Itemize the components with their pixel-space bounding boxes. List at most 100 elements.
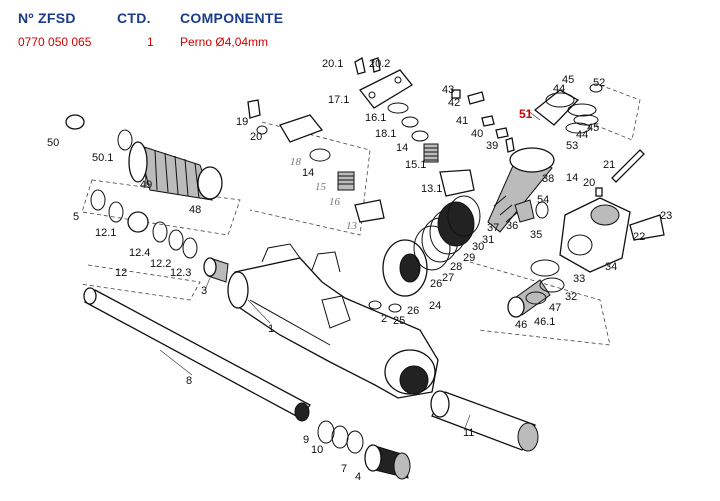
label-11: 11 [463,427,474,439]
bushing-3[interactable] [203,257,229,283]
group-box-44 [594,84,641,141]
part-20b[interactable] [595,187,603,197]
rack-shaft[interactable] [83,287,311,422]
label-54: 54 [537,194,549,206]
label-7: 7 [341,463,347,475]
spring-15-1[interactable] [423,143,439,163]
group-box-3 [79,264,201,301]
label-50: 50 [47,137,59,149]
label-1: 1 [268,323,274,335]
group-box-46 [469,261,611,346]
ring-7[interactable] [346,430,364,454]
bushing-12-4[interactable] [127,211,149,233]
label-46-1: 46.1 [534,316,555,328]
ring-47[interactable] [525,291,547,305]
ring-26[interactable] [388,303,402,313]
label-29: 29 [463,252,475,264]
label-44a: 44 [553,83,565,95]
label-15-1: 15.1 [405,159,426,171]
ring-10[interactable] [331,425,349,449]
plate-23[interactable] [629,214,665,241]
plate-18[interactable] [279,114,324,143]
label-30: 30 [472,241,484,253]
label-27: 27 [442,272,454,284]
ring-12-2[interactable] [152,221,168,243]
clamp-50[interactable] [65,114,85,130]
label-43: 43 [442,84,454,96]
label-51: 51 [519,107,533,121]
part-39[interactable] [505,137,515,153]
seal-16-1[interactable] [387,102,409,114]
group-box-13 [249,121,371,236]
label-28: 28 [450,261,462,273]
part-41[interactable] [481,115,495,127]
row-code[interactable]: 0770 050 065 [18,35,92,49]
label-52: 52 [593,77,605,89]
part-43[interactable] [451,89,461,99]
label-9: 9 [303,434,309,446]
rubber-bellows[interactable] [128,141,223,201]
pinion-46[interactable] [507,279,551,318]
ring-54[interactable] [535,201,549,219]
label-50-1: 50.1 [92,152,113,164]
bolt-21[interactable] [611,149,645,183]
spring-15[interactable] [337,171,355,191]
bolt-19[interactable] [247,99,261,119]
steering-housing[interactable] [227,243,439,399]
seal-group-44[interactable] [565,83,603,134]
label-12-1: 12.1 [95,227,116,239]
ring-12-1[interactable] [108,201,124,223]
label-14c: 14 [566,172,578,184]
label-45a: 45 [562,74,574,86]
label-13-1: 13.1 [421,183,442,195]
label-42: 42 [448,97,460,109]
row-component[interactable]: Perno Ø4,04mm [180,35,269,49]
ring-32[interactable] [539,277,565,293]
screw-20-1[interactable] [354,56,366,75]
part-40[interactable] [495,127,509,139]
valve-cover-24[interactable] [382,239,428,297]
ring-5[interactable] [90,189,106,211]
cover-plate[interactable] [359,69,413,109]
label-39: 39 [486,140,498,152]
screw-20-2[interactable] [371,57,381,73]
label-46: 46 [515,319,527,331]
nut-36[interactable] [514,199,535,223]
label-21: 21 [603,159,615,171]
part-42[interactable] [467,91,485,105]
clamp-50-1[interactable] [117,129,133,151]
label-16: 16 [329,196,341,208]
label-53: 53 [566,140,578,152]
label-20a: 20 [250,131,262,143]
label-12-3: 12.3 [170,267,191,279]
ring-12-3b[interactable] [182,237,198,259]
ring-9[interactable] [317,420,335,444]
label-3: 3 [201,285,207,297]
end-nut[interactable] [364,444,411,480]
pinion-shaft[interactable] [487,89,580,233]
ring-2[interactable] [368,300,382,310]
valve-housing-34[interactable] [559,197,631,273]
cylinder-tube[interactable] [430,390,539,452]
label-26b: 26 [430,278,442,290]
header-qty: CTD. [117,10,151,26]
label-12-4: 12.4 [129,247,150,259]
washer-20[interactable] [256,125,268,135]
label-14a: 14 [302,167,314,179]
seal-18-1[interactable] [401,116,419,128]
adjuster-13[interactable] [354,199,385,223]
row-qty: 1 [147,35,154,49]
ring-14b[interactable] [411,130,429,142]
label-37: 37 [487,222,499,234]
label-45b: 45 [587,122,599,134]
ring-12-3a[interactable] [168,229,184,251]
label-17-1: 17.1 [328,94,349,106]
label-12-2: 12.2 [150,258,171,270]
label-35: 35 [530,229,542,241]
ring-33[interactable] [530,259,560,277]
ring-14a[interactable] [309,148,331,162]
label-49: 49 [140,179,152,191]
adjuster-13-1[interactable] [439,169,475,197]
label-18: 18 [290,156,302,168]
bearing-stack[interactable] [413,195,481,271]
